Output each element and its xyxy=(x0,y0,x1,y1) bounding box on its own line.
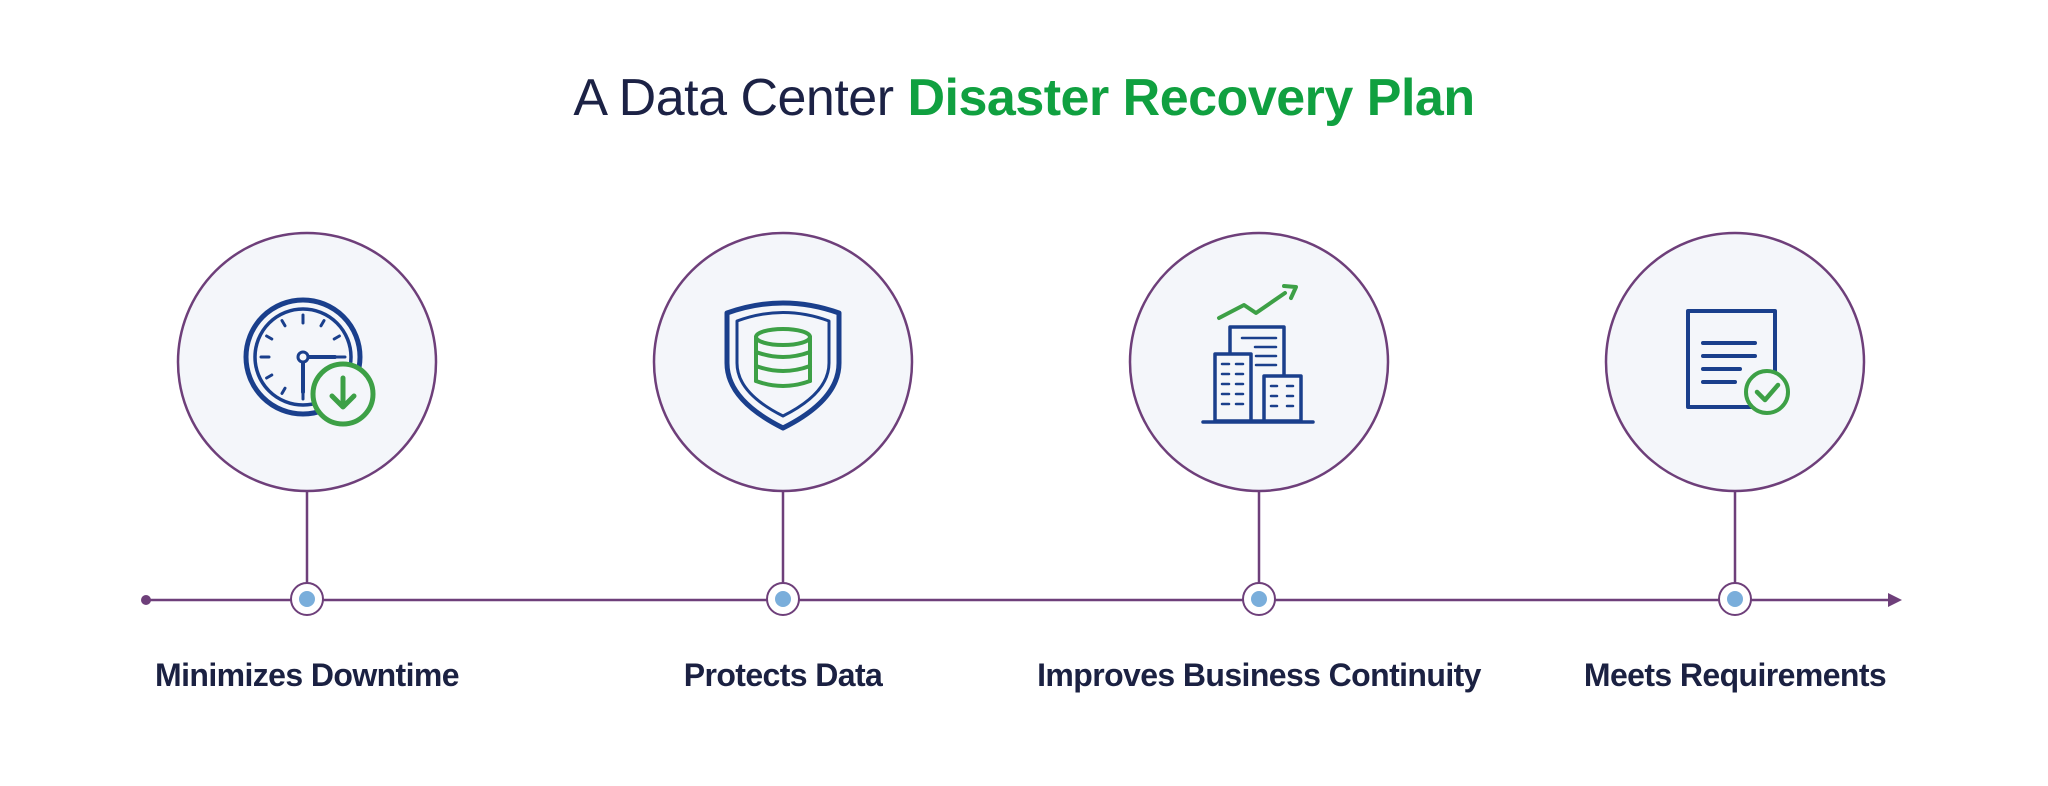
document-check-icon xyxy=(1686,309,1790,415)
step-2-node-dot xyxy=(775,591,791,607)
step-label-minimizes-downtime: Minimizes Downtime xyxy=(155,657,460,693)
timeline-arrow-head xyxy=(1888,593,1902,607)
step-label-meets-requirements: Meets Requirements xyxy=(1583,657,1887,693)
page-title: A Data Center Disaster Recovery Plan xyxy=(0,66,2048,130)
step-label-improves-business-continuity: Improves Business Continuity xyxy=(1037,657,1481,693)
step-4-circle xyxy=(1604,231,1866,493)
buildings-growth-icon xyxy=(1201,284,1315,424)
step-4-node-dot xyxy=(1727,591,1743,607)
step-4 xyxy=(1604,231,1866,616)
step-1 xyxy=(176,231,438,616)
timeline-start-dot xyxy=(141,595,151,605)
step-3-circle xyxy=(1128,231,1390,493)
title-highlight: Disaster Recovery Plan xyxy=(907,69,1475,127)
title-prefix: A Data Center xyxy=(573,69,894,127)
step-2 xyxy=(652,231,914,616)
clock-download-icon xyxy=(243,297,376,427)
step-3-node-dot xyxy=(1251,591,1267,607)
step-2-circle xyxy=(652,231,914,493)
step-label-protects-data: Protects Data xyxy=(683,657,883,693)
step-3 xyxy=(1128,231,1390,616)
shield-database-icon xyxy=(724,300,842,431)
step-1-node-dot xyxy=(299,591,315,607)
